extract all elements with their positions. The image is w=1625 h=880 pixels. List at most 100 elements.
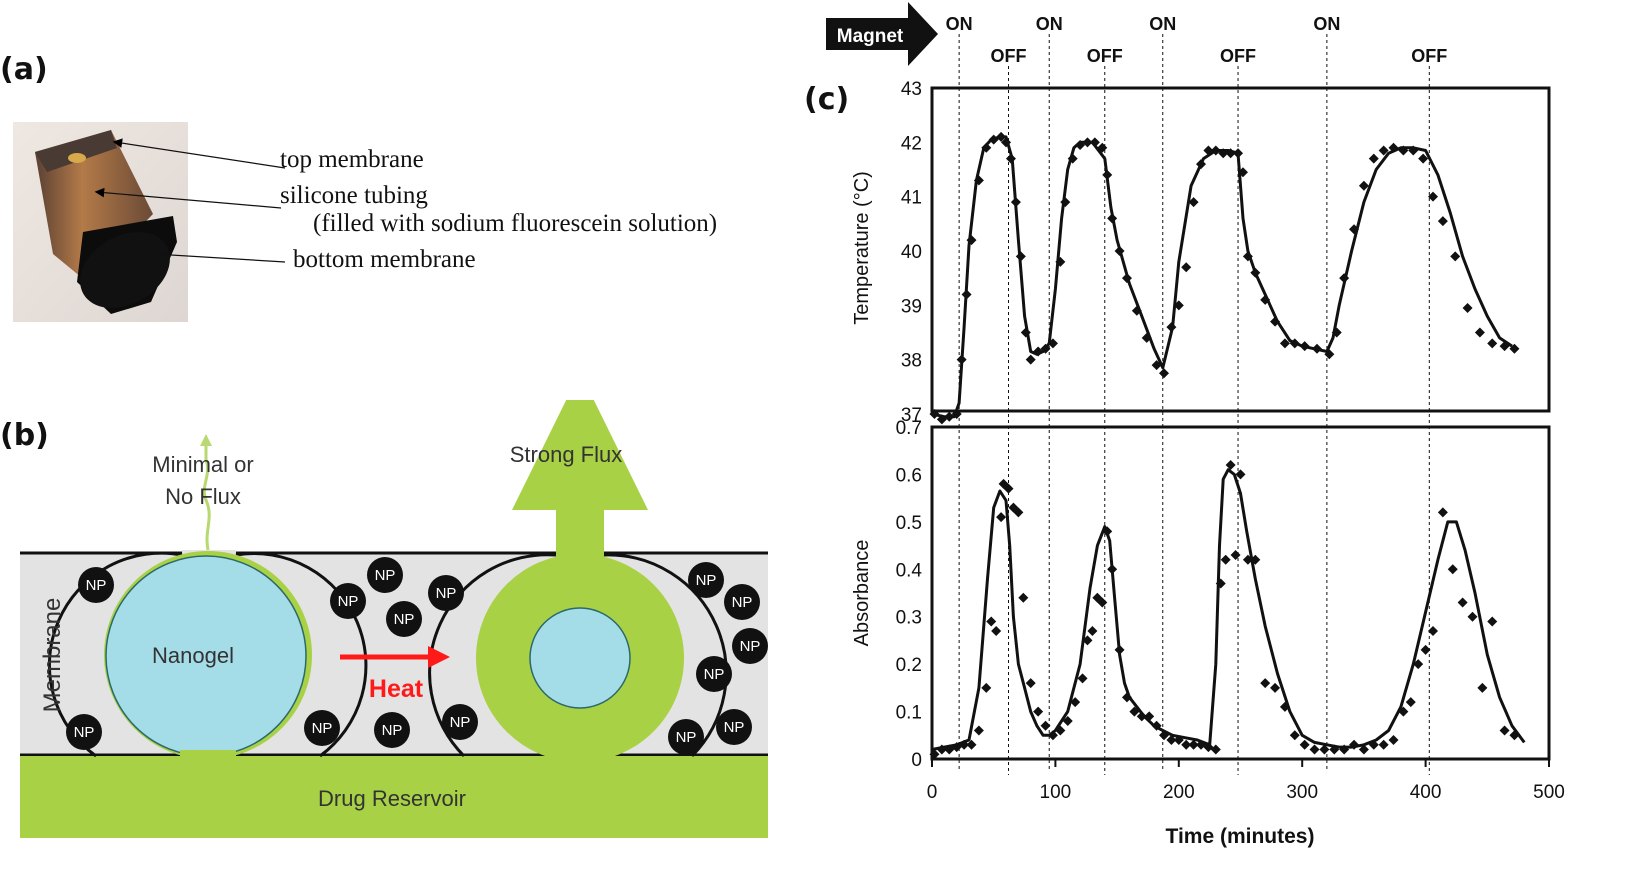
absorbance-data-point: [1077, 673, 1088, 684]
temperature-data-point: [1015, 251, 1026, 262]
absorbance-data-point: [1144, 711, 1155, 722]
absorbance-data-point: [1047, 730, 1058, 741]
temperature-data-point: [1131, 305, 1142, 316]
absorbance-data-point: [1250, 554, 1261, 565]
x-tick-label: 400: [1410, 782, 1442, 803]
temperature-data-point: [1097, 142, 1108, 153]
temperature-data-point: [1218, 148, 1229, 159]
temperature-data-point: [1331, 327, 1342, 338]
temperature-data-point: [1001, 137, 1012, 148]
temperature-data-point: [1107, 213, 1118, 224]
absorbance-data-point: [1339, 744, 1350, 755]
temperature-plot-frame: [930, 86, 1551, 413]
temperature-data-point: [1324, 349, 1335, 360]
absorbance-data-point: [1242, 554, 1253, 565]
np-particle: NP: [78, 567, 114, 603]
magnet-off-label: OFF: [1087, 46, 1123, 66]
np-particle: NP: [304, 710, 340, 746]
absorbance-tick-label: 0.2: [896, 655, 922, 676]
temperature-data-point: [1055, 256, 1066, 267]
silicone-tubing-label: silicone tubing: [280, 182, 428, 209]
temperature-data-point: [1250, 267, 1261, 278]
temperature-data-point: [1487, 338, 1498, 349]
temperature-data-point: [1040, 343, 1051, 354]
absorbance-data-point: [1188, 739, 1199, 750]
temperature-data-point: [1020, 327, 1031, 338]
x-tick-label: 200: [1163, 782, 1195, 803]
x-tick-label: 300: [1286, 782, 1318, 803]
bottom-membrane-label: bottom membrane: [293, 246, 476, 273]
absorbance-data-point: [929, 749, 940, 760]
absorbance-data-point: [1173, 735, 1184, 746]
absorbance-data-point: [1260, 678, 1271, 689]
temperature-data-point: [1067, 153, 1078, 164]
absorbance-data-point: [1487, 616, 1498, 627]
temperature-tick-label: 42: [901, 133, 922, 154]
temperature-data-point: [1450, 251, 1461, 262]
absorbance-data-point: [1329, 744, 1340, 755]
svg-text:NP: NP: [74, 724, 95, 741]
svg-text:NP: NP: [436, 585, 457, 602]
np-particle: NP: [428, 575, 464, 611]
temperature-data-point: [1141, 332, 1152, 343]
absorbance-data-point: [1509, 730, 1520, 741]
temperature-data-point: [1368, 153, 1379, 164]
temperature-data-point: [1181, 262, 1192, 273]
temperature-data-point: [1188, 197, 1199, 208]
absorbance-data-point: [1203, 742, 1214, 753]
panel-c-label: (c): [804, 82, 850, 117]
nanogel-membrane-diagram: NP NP NP NP NP NP NP NP NP NP NP NP NP N…: [20, 400, 768, 838]
absorbance-data-point: [1235, 469, 1246, 480]
drug-reservoir: [20, 756, 768, 838]
np-particles: NP NP NP NP NP NP NP NP NP NP NP NP NP N…: [66, 557, 768, 755]
temperature-data-point: [1196, 159, 1207, 170]
magnet-on-label: ON: [1313, 14, 1340, 34]
filled-with-label: (filled with sodium fluorescein solution…: [313, 210, 718, 237]
absorbance-fit-line: [931, 468, 1526, 751]
absorbance-tick-label: 0.5: [896, 513, 922, 534]
temperature-data-point: [1010, 197, 1021, 208]
absorbance-data-point: [1215, 578, 1226, 589]
temperature-data-point: [1082, 137, 1093, 148]
absorbance-data-point: [1062, 716, 1073, 727]
absorbance-data-point: [1107, 564, 1118, 575]
strong-flux-label: Strong Flux: [510, 442, 623, 467]
temperature-data-point: [1418, 153, 1429, 164]
absorbance-data-point: [1220, 554, 1231, 565]
magnet-on-label: ON: [1149, 14, 1176, 34]
temperature-data-point: [1462, 303, 1473, 314]
absorbance-data-point: [1225, 459, 1236, 470]
magnet-off-label: OFF: [1220, 46, 1256, 66]
np-particle: NP: [66, 714, 102, 750]
absorbance-data-point: [966, 739, 977, 750]
temperature-tick-label: 40: [901, 242, 922, 263]
svg-text:NP: NP: [704, 666, 725, 683]
absorbance-data-point: [1398, 706, 1409, 717]
temperature-data-point: [1203, 145, 1214, 156]
svg-text:NP: NP: [732, 594, 753, 611]
panel-a-label: (a): [0, 52, 48, 87]
annotation-arrows: [94, 138, 286, 263]
svg-text:NP: NP: [312, 720, 333, 737]
absorbance-data-point: [1319, 744, 1330, 755]
absorbance-tick-label: 0.3: [896, 608, 922, 629]
absorbance-data-point: [1477, 682, 1488, 693]
np-particle: NP: [668, 719, 704, 755]
temperature-data-point: [1173, 300, 1184, 311]
temperature-data-point: [1388, 142, 1399, 153]
absorbance-data-point: [998, 478, 1009, 489]
absorbance-data-point: [1405, 697, 1416, 708]
magnet-off-label: OFF: [1411, 46, 1447, 66]
temperature-data-point: [961, 289, 972, 300]
absorbance-data-point: [1018, 592, 1029, 603]
absorbance-data-point: [959, 739, 970, 750]
absorbance-data-point: [1499, 725, 1510, 736]
absorbance-data-point: [991, 625, 1002, 636]
minimal-flux-label-1: Minimal or: [152, 452, 253, 477]
magnet-on-label: ON: [1036, 14, 1063, 34]
magnet-on-label: ON: [946, 14, 973, 34]
temperature-data-point: [1005, 153, 1016, 164]
temperature-data-point: [1060, 197, 1071, 208]
np-particle: NP: [724, 584, 760, 620]
absorbance-data-point: [1358, 744, 1369, 755]
